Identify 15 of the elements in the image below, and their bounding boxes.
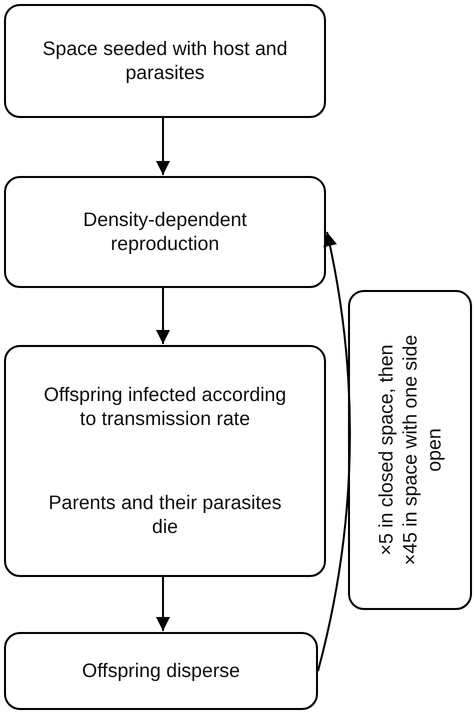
arrow	[156, 577, 170, 631]
step-text: Offspring infected according to transmission rate	[42, 383, 288, 431]
step-text: Offspring disperse	[82, 659, 240, 683]
step-text: Space seeded with host and parasites	[41, 37, 288, 85]
step-text: Parents and their parasites die	[47, 491, 283, 539]
arrow	[156, 118, 170, 175]
process-box	[4, 176, 326, 288]
process-box	[4, 345, 326, 577]
arrow	[317, 232, 351, 672]
arrow	[156, 288, 170, 344]
process-box	[348, 290, 472, 610]
process-box	[4, 632, 318, 710]
step-text: Density-dependent reproduction	[82, 208, 248, 256]
note-text: ×5 in closed space, then ×45 in space with one side open	[374, 334, 446, 568]
process-box	[4, 4, 326, 118]
